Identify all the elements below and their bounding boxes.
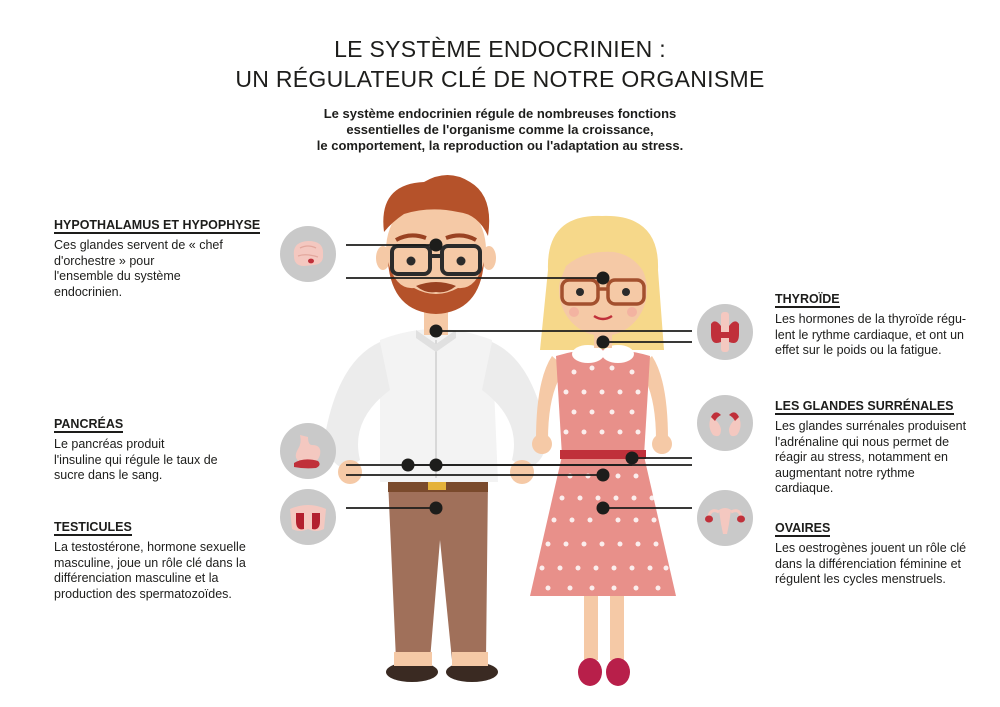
ovaries-icon [697,490,753,546]
label-line: dans la différenciation féminine et [775,556,961,571]
label-line: augmentant notre rythme [775,465,915,480]
label-line: production des spermatozoïdes. [54,586,232,601]
label-line: régulent les cycles menstruels. [775,572,946,586]
subtitle-line-3: le comportement, la reproduction ou l'ad… [316,138,684,153]
page-title: LE SYSTÈME ENDOCRINIEN : UN RÉGULATEUR C… [0,34,1000,94]
stomach-pancreas-icon [280,423,336,479]
thyroid-icon [697,304,753,360]
label-line: d'orchestre » pour [54,253,155,268]
label-ovaires: OVAIRES Les oestrogènes jouent un rôle c… [775,521,997,588]
label-heading: HYPOTHALAMUS ET HYPOPHYSE [54,218,261,234]
label-line: Les oestrogènes jouent un rôle clé [775,541,967,555]
label-line: masculine, joue un rôle clé dans la [54,555,246,570]
label-glandes-surrenales: LES GLANDES SURRÉNALES Les glandes surré… [775,399,997,497]
label-heading: OVAIRES [775,521,831,537]
subtitle-line-2: essentielles de l'organisme comme la cro… [346,122,654,137]
gland-markers [401,238,639,515]
label-line: l'adrénaline qui nous permet de [775,434,950,449]
brain-icon [280,226,336,282]
label-line: lent le rythme cardiaque, et ont un [775,327,965,342]
testicles-icon [280,489,336,545]
label-line: Les glandes surrénales produisent [775,419,967,433]
label-line: cardiaque. [775,481,834,495]
label-line: sucre dans le sang. [54,468,163,482]
connector-lines [346,244,692,509]
label-line: l'insuline qui régule le taux de [54,452,218,467]
label-hypothalamus-hypophyse: HYPOTHALAMUS ET HYPOPHYSE Ces glandes se… [54,218,274,300]
label-pancreas: PANCRÉAS Le pancréas produit l'insuline … [54,417,274,484]
label-heading: THYROÏDE [775,292,840,308]
subtitle-line-1: Le système endocrinien régule de nombreu… [323,106,677,121]
label-line: réagir au stress, notamment en [775,450,948,464]
label-line: Le pancréas produit [54,437,165,451]
label-heading: PANCRÉAS [54,417,124,433]
title-line-2: UN RÉGULATEUR CLÉ DE NOTRE ORGANISME [235,66,765,92]
label-line: Ces glandes servent de « chef [54,238,223,252]
label-line: Les hormones de la thyroïde régu- [775,312,967,326]
label-testicules: TESTICULES La testostérone, hormone sexu… [54,520,284,602]
label-line: différenciation masculine et la [54,571,219,585]
label-heading: TESTICULES [54,520,132,536]
title-line-1: LE SYSTÈME ENDOCRINIEN : [334,36,666,62]
label-heading: LES GLANDES SURRÉNALES [775,399,954,415]
label-line: La testostérone, hormone sexuelle [54,540,246,554]
adrenal-glands-icon [697,395,753,451]
page-subtitle: Le système endocrinien régule de nombreu… [250,106,750,154]
man-figure [325,175,547,682]
label-thyroide: THYROÏDE Les hormones de la thyroïde rég… [775,292,997,359]
label-line: l'ensemble du système [54,269,181,283]
label-line: effet sur le poids ou la fatigue. [775,343,942,357]
label-line: endocrinien. [54,284,123,299]
woman-figure [530,215,676,686]
